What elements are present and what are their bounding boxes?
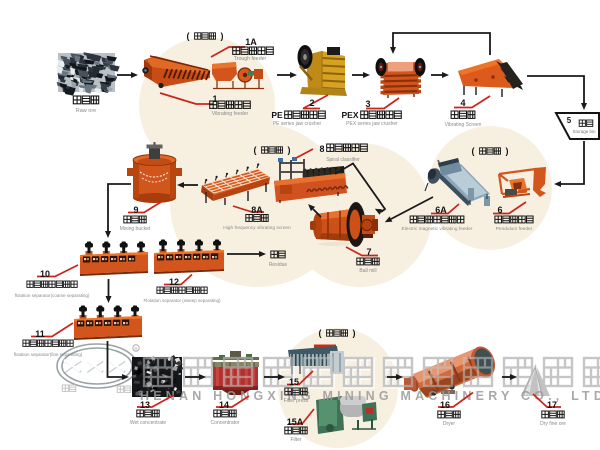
svg-text:Mixing bucket: Mixing bucket [120, 226, 151, 232]
svg-text:15: 15 [289, 377, 299, 387]
svg-text:Flotation separator (sweep sep: Flotation separator (sweep separating) [143, 298, 221, 303]
svg-text:7: 7 [366, 247, 371, 257]
svg-text:(: ( [187, 31, 190, 41]
svg-text:16: 16 [440, 400, 450, 410]
svg-text:12: 12 [169, 277, 179, 287]
svg-text:PEX series jaw crusher: PEX series jaw crusher [346, 121, 398, 127]
svg-text:(: ( [319, 328, 322, 338]
svg-text:Vibrating Screen: Vibrating Screen [445, 122, 482, 128]
svg-text:flotation separator(fine separ: flotation separator(fine separating) [14, 352, 83, 357]
svg-text:Spiral classifier: Spiral classifier [326, 157, 360, 163]
svg-text:1A: 1A [245, 37, 257, 47]
svg-text:Pendulum feeder: Pendulum feeder [496, 226, 533, 232]
svg-text:15A: 15A [287, 417, 304, 427]
svg-text:Vibrating feeder: Vibrating feeder [212, 111, 249, 117]
svg-text:PE series jaw crusher: PE series jaw crusher [273, 121, 322, 127]
svg-text:10: 10 [40, 269, 50, 279]
svg-text:Filter: Filter [290, 437, 301, 443]
svg-text:13: 13 [140, 400, 150, 410]
svg-text:1: 1 [212, 94, 217, 104]
svg-text:6: 6 [497, 205, 502, 215]
svg-text:Electric magnetic vibrating fe: Electric magnetic vibrating feeder [402, 226, 473, 232]
svg-text:Ball mill: Ball mill [359, 268, 376, 274]
svg-text:): ) [221, 31, 224, 41]
svg-text:Wet concentrate: Wet concentrate [130, 420, 167, 426]
svg-text:5: 5 [567, 116, 572, 125]
svg-text:Storage bin: Storage bin [572, 129, 596, 134]
svg-text:PEX: PEX [341, 110, 358, 120]
svg-text:Concentrator: Concentrator [211, 420, 240, 426]
svg-text:14: 14 [219, 400, 229, 410]
svg-text:R: R [134, 347, 138, 352]
svg-text:): ) [353, 328, 356, 338]
svg-text:Filter press: Filter press [284, 398, 309, 404]
svg-text:Raw ore: Raw ore [76, 108, 96, 114]
svg-text:9: 9 [133, 205, 138, 215]
svg-text:(: ( [472, 146, 475, 156]
svg-text:flotation separator(coarse sep: flotation separator(coarse separating) [15, 293, 90, 298]
svg-text:(: ( [254, 145, 257, 155]
svg-text:11: 11 [35, 329, 45, 339]
svg-text:6A: 6A [435, 205, 447, 215]
svg-text:Residue: Residue [269, 262, 288, 268]
svg-text:PE: PE [271, 110, 283, 120]
svg-text:High frequency vibrating scree: High frequency vibrating screen [223, 225, 291, 231]
svg-text:4: 4 [460, 98, 465, 108]
svg-text:Trough feeder: Trough feeder [234, 56, 267, 62]
svg-text:): ) [506, 146, 509, 156]
svg-text:8A: 8A [251, 205, 263, 215]
svg-text:17: 17 [547, 400, 557, 410]
svg-text:3: 3 [365, 99, 370, 109]
svg-text:): ) [288, 145, 291, 155]
svg-text:8: 8 [319, 144, 324, 154]
svg-text:Dry fine ore: Dry fine ore [540, 421, 566, 427]
svg-text:HENAN HONGXING MINING MACHINER: HENAN HONGXING MINING MACHINERY CO., LTD [140, 389, 600, 403]
svg-text:2: 2 [309, 98, 314, 108]
svg-text:Dryer: Dryer [443, 421, 456, 427]
